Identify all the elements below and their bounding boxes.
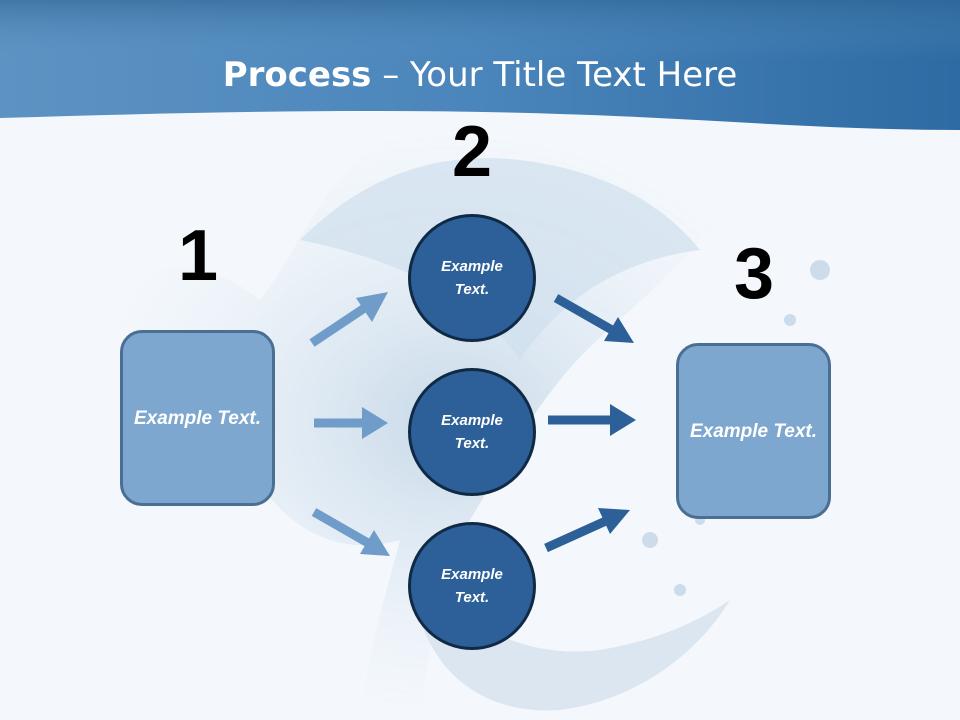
arrow-left-to-bottom [311, 508, 390, 556]
left-step-box: Example Text. [120, 330, 275, 506]
step-number-1: 1 [177, 216, 219, 296]
arrow-top-to-right [553, 294, 634, 343]
title-bold: Process [222, 55, 372, 95]
bottom-circle-text: Example Text. [441, 566, 503, 606]
arrow-middle-to-right [548, 404, 636, 436]
bottom-circle: Example Text. [408, 522, 536, 650]
arrow-left-to-middle [314, 407, 388, 439]
left-step-text: Example Text. [133, 407, 262, 429]
middle-circle-text: Example Text. [441, 412, 503, 452]
page-title: Process – Your Title Text Here [0, 54, 960, 96]
right-step-text: Example Text. [689, 420, 818, 442]
title-rest: – Your Title Text Here [371, 55, 738, 95]
arrow-bottom-to-right [544, 508, 630, 553]
right-step-box: Example Text. [676, 343, 831, 519]
step-number-2: 2 [451, 112, 493, 192]
top-circle: Example Text. [408, 214, 536, 342]
step-number-3: 3 [733, 234, 775, 314]
arrow-left-to-top [309, 292, 388, 347]
middle-circle: Example Text. [408, 368, 536, 496]
top-circle-text: Example Text. [441, 258, 503, 298]
